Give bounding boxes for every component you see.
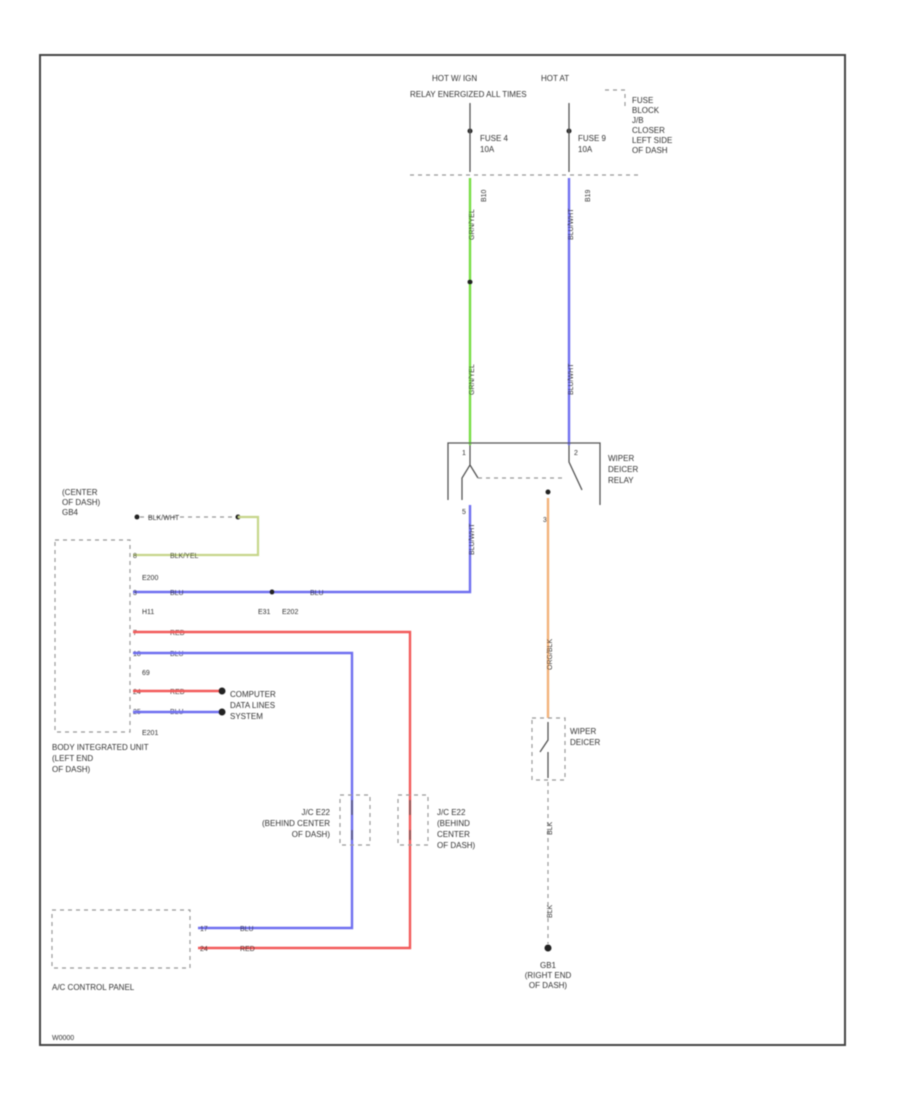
wiper-deicer-element: [539, 722, 549, 778]
fuse-4-name: FUSE 4: [480, 134, 509, 143]
body-row-wire-label: BLU: [170, 590, 184, 597]
orange-wire-label: ORG/BLK: [547, 639, 554, 670]
body-row-wire-label: BLK/YEL: [170, 553, 199, 560]
relay-source-label: RELAY ENERGIZED ALL TIMES: [410, 90, 527, 99]
body-pin-69: 69: [142, 670, 150, 677]
fuse-4-rating: 10A: [480, 145, 495, 154]
fuse-9-pin: B19: [585, 189, 592, 202]
ac-row-pin: 17: [200, 926, 208, 933]
fuse-4-pin: B10: [481, 189, 488, 202]
relay-box: [447, 442, 601, 505]
body-row-wire-label: BLU: [170, 651, 184, 658]
data-line-node-red: [218, 687, 226, 695]
body-row-pin: 18: [133, 651, 141, 658]
ground-gb1-node: [544, 944, 552, 952]
ground-wire-label-2: BLK: [547, 904, 554, 918]
diagram-code: W0000: [52, 1035, 74, 1042]
junction-connector-left: [339, 794, 371, 846]
body-row-wire-label: RED: [170, 689, 185, 696]
hot-at-all-times-label: HOT AT: [541, 74, 569, 83]
blue-relay-to-body-wire: [133, 505, 472, 594]
ac-row-wire-label: RED: [240, 946, 255, 953]
wiper-deicer-box: [531, 717, 566, 781]
blue-wire-label-1: BLU/WHT: [568, 208, 575, 240]
relay-contact-node: [545, 489, 551, 495]
green-wire-splice: [467, 279, 473, 285]
ac-control-panel-label: A/C CONTROL PANEL: [52, 983, 135, 992]
ac-control-panel-box: [51, 909, 191, 969]
body-row-wire-label: BLU: [310, 590, 324, 597]
body-pin-e31: E31: [258, 609, 271, 616]
body-pin-e201: E201: [142, 730, 158, 737]
fuse-block-border: [410, 89, 640, 176]
body-row-pin: 24: [133, 689, 141, 696]
relay-coil: [461, 445, 479, 500]
hot-in-on-label: HOT W/ IGN: [432, 74, 477, 83]
diagram-frame: [39, 54, 846, 1046]
body-pin-e202: E202: [282, 609, 298, 616]
data-line-node-blue: [218, 708, 226, 716]
ac-row-wire-label: BLU: [240, 926, 254, 933]
blue-relay-wire-label: BLU/WHT: [469, 523, 476, 555]
green-wire-label-1: GRN/YEL: [469, 209, 476, 240]
body-pin-h11: H11: [142, 609, 154, 616]
ground-gb4-node-left: [134, 514, 140, 520]
blue-wire-label-2: BLU/WHT: [568, 363, 575, 395]
fuse-9-rating: 10A: [578, 145, 593, 154]
relay-pin-3: 3: [543, 517, 547, 524]
body-pin-e200: E200: [142, 575, 158, 582]
fuse-9-name: FUSE 9: [578, 134, 607, 143]
ground-gb4-wire-label: BLK/WHT: [148, 515, 180, 522]
ground-wire-label-1: BLK: [547, 821, 554, 835]
splice-e31: [269, 589, 275, 595]
ground-gb4-wire: [133, 515, 260, 557]
body-row-pin: 8: [133, 553, 137, 560]
relay-pin-1: 1: [462, 450, 466, 457]
junction-connector-right: [397, 794, 429, 846]
relay-contact: [568, 445, 583, 491]
relay-pin-5: 5: [462, 509, 466, 516]
ac-row-pin: 24: [200, 946, 208, 953]
relay-pin-2: 2: [574, 450, 578, 457]
body-row-pin: 3: [133, 590, 137, 597]
blue-wire-row18: [133, 651, 354, 930]
red-wire-row7: [133, 630, 412, 950]
body-unit-box: [54, 539, 131, 733]
green-wire-label-2: GRN/YEL: [469, 364, 476, 395]
body-row-pin: 7: [133, 630, 137, 637]
body-row-wire-label: RED: [170, 630, 185, 637]
